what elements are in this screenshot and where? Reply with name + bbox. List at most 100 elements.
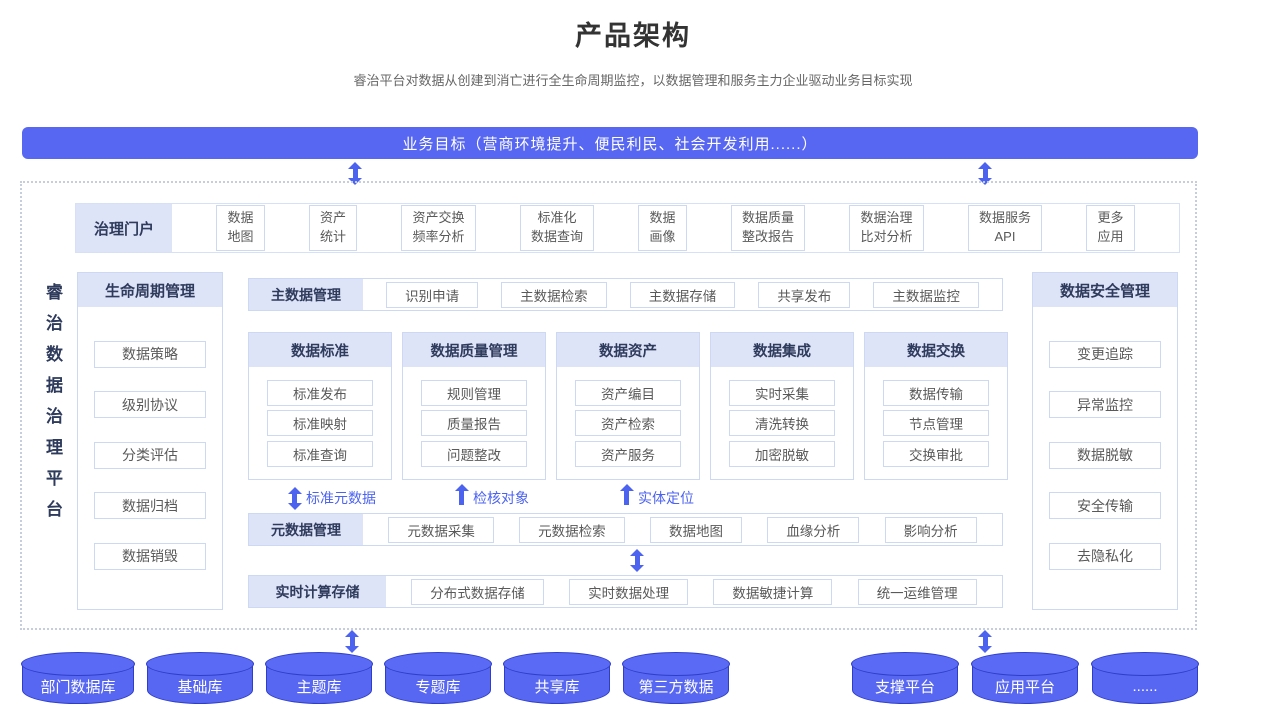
metadata-item: 影响分析 — [884, 516, 977, 543]
realtime-item: 数据敏捷计算 — [713, 578, 833, 605]
metadata-item: 血缘分析 — [767, 516, 860, 543]
cylinder-label: 应用平台 — [994, 678, 1055, 696]
master-data-item: 主数据监控 — [873, 281, 979, 308]
column-item: 加密脱敏 — [729, 440, 835, 467]
flow-label-group: 实体定位 — [619, 484, 694, 512]
realtime-row: 实时计算存储 分布式数据存储 实时数据处理 数据敏捷计算 统一运维管理 — [248, 575, 1003, 608]
metadata-row: 元数据管理 元数据采集 元数据检索 数据地图 血缘分析 影响分析 — [248, 513, 1003, 546]
portal-item: 数据服务 API — [967, 205, 1042, 251]
security-item: 去隐私化 — [1049, 542, 1161, 570]
platform-container — [20, 181, 1197, 630]
column-item: 资产服务 — [575, 440, 681, 467]
double-arrow-icon — [975, 629, 995, 653]
portal-item: 数据质量 整改报告 — [730, 205, 805, 251]
page-title: 产品架构 — [575, 21, 691, 51]
column-item: 标准发布 — [267, 379, 373, 406]
up-arrow-icon — [454, 484, 469, 505]
portal-item: 数据治理 比对分析 — [849, 205, 924, 251]
portal-item: 数据 地图 — [216, 205, 265, 251]
database-cylinder: 主题库 — [265, 652, 373, 704]
portal-item: 数据 画像 — [638, 205, 687, 251]
column-item: 节点管理 — [883, 410, 989, 436]
master-data-item: 主数据检索 — [501, 281, 607, 308]
data-column: 数据资产 资产编目 资产检索 资产服务 — [556, 332, 700, 480]
database-cylinder: 第三方数据 — [622, 652, 730, 704]
metadata-item: 数据地图 — [649, 516, 742, 543]
double-arrow-icon — [627, 548, 647, 572]
platform-cylinder: ...... — [1091, 652, 1199, 704]
security-item: 安全传输 — [1049, 492, 1161, 519]
database-cylinder: 部门数据库 — [21, 652, 135, 704]
database-cylinder: 专题库 — [384, 652, 492, 704]
cylinder-label: ...... — [1132, 677, 1158, 695]
column-item: 资产编目 — [575, 379, 681, 406]
data-column: 数据集成 实时采集 清洗转换 加密脱敏 — [710, 332, 854, 480]
cylinder-label: 支撑平台 — [874, 678, 935, 696]
lifecycle-header: 生命周期管理 — [78, 273, 222, 307]
master-data-header: 主数据管理 — [249, 279, 363, 310]
column-header: 数据资产 — [557, 333, 699, 367]
column-header: 数据标准 — [249, 333, 391, 367]
platform-vertical-label: 睿治数据治理平台 — [43, 283, 62, 531]
column-header: 数据集成 — [711, 333, 853, 367]
lifecycle-panel: 生命周期管理 数据策略 级别协议 分类评估 数据归档 数据销毁 — [77, 272, 223, 610]
security-item: 变更追踪 — [1049, 340, 1161, 368]
flow-label: 实体定位 — [638, 490, 694, 506]
platform-row: 支撑平台 应用平台 ...... — [851, 652, 1199, 704]
lifecycle-item: 数据归档 — [94, 492, 206, 519]
portal-item: 资产 统计 — [308, 205, 357, 251]
column-item: 规则管理 — [421, 379, 527, 406]
cylinder-label: 主题库 — [296, 678, 342, 696]
data-column: 数据交换 数据传输 节点管理 交换审批 — [864, 332, 1008, 480]
data-column: 数据质量管理 规则管理 质量报告 问题整改 — [402, 332, 546, 480]
column-item: 标准查询 — [267, 440, 373, 467]
cylinder-label: 基础库 — [177, 678, 223, 696]
cylinder-label: 第三方数据 — [638, 678, 714, 696]
portal-item: 资产交换 频率分析 — [401, 205, 476, 251]
master-data-item: 识别申请 — [386, 281, 479, 308]
cylinder-label: 共享库 — [534, 678, 580, 696]
data-column: 数据标准 标准发布 标准映射 标准查询 — [248, 332, 392, 480]
metadata-item: 元数据检索 — [519, 516, 625, 543]
realtime-item: 统一运维管理 — [857, 578, 977, 605]
column-header: 数据质量管理 — [403, 333, 545, 367]
platform-cylinder: 支撑平台 — [851, 652, 959, 704]
portal-header: 治理门户 — [76, 204, 172, 252]
database-cylinder: 基础库 — [146, 652, 254, 704]
security-item: 异常监控 — [1049, 391, 1161, 418]
column-header: 数据交换 — [865, 333, 1007, 367]
up-arrow-icon — [619, 484, 634, 505]
flow-label-group: 检核对象 — [454, 484, 529, 512]
column-item: 资产检索 — [575, 410, 681, 436]
flow-label: 检核对象 — [473, 490, 529, 506]
flow-label: 标准元数据 — [306, 490, 376, 506]
business-goal-banner: 业务目标（营商环境提升、便民利民、社会开发利用......） — [22, 127, 1198, 159]
portal-row: 治理门户 数据 地图 资产 统计 资产交换 频率分析 标准化 数据查询 数据 画… — [75, 203, 1180, 253]
master-data-row: 主数据管理 识别申请 主数据检索 主数据存储 共享发布 主数据监控 — [248, 278, 1003, 311]
realtime-item: 分布式数据存储 — [411, 578, 544, 605]
column-item: 标准映射 — [267, 410, 373, 436]
master-data-item: 共享发布 — [758, 281, 851, 308]
lifecycle-item: 数据销毁 — [94, 542, 206, 570]
column-item: 质量报告 — [421, 410, 527, 436]
database-row: 部门数据库 基础库 主题库 专题库 共享库 第三方数据 — [21, 652, 730, 704]
column-item: 数据传输 — [883, 379, 989, 406]
column-item: 实时采集 — [729, 379, 835, 406]
lifecycle-item: 分类评估 — [94, 441, 206, 469]
platform-cylinder: 应用平台 — [971, 652, 1079, 704]
metadata-header: 元数据管理 — [249, 514, 363, 545]
portal-item: 更多 应用 — [1086, 205, 1135, 251]
realtime-header: 实时计算存储 — [249, 576, 386, 607]
double-arrow-icon — [287, 486, 302, 510]
column-item: 清洗转换 — [729, 410, 835, 436]
flow-label-group: 标准元数据 — [287, 484, 376, 512]
realtime-item: 实时数据处理 — [569, 578, 689, 605]
master-data-item: 主数据存储 — [629, 281, 736, 308]
cylinder-label: 部门数据库 — [40, 678, 116, 696]
metadata-item: 元数据采集 — [388, 516, 494, 543]
security-panel: 数据安全管理 变更追踪 异常监控 数据脱敏 安全传输 去隐私化 — [1032, 272, 1178, 610]
lifecycle-item: 级别协议 — [94, 391, 206, 418]
security-item: 数据脱敏 — [1049, 441, 1161, 469]
cylinder-label: 专题库 — [415, 678, 461, 696]
lifecycle-item: 数据策略 — [94, 340, 206, 368]
